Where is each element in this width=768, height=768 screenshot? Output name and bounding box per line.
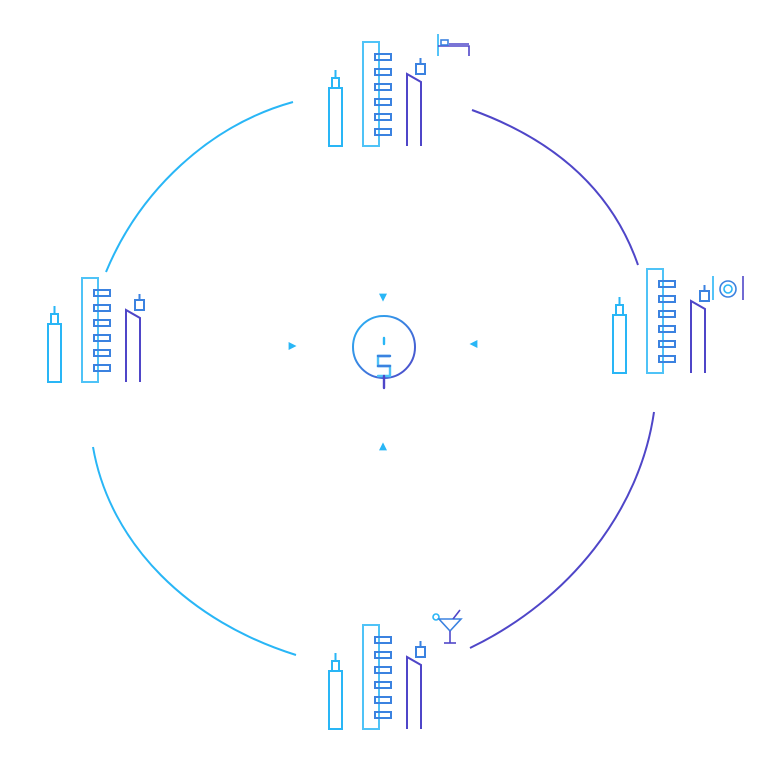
city-buildings-icon — [604, 268, 730, 374]
dining-plate-icon — [712, 276, 744, 300]
dollar-icon — [376, 336, 392, 390]
center-circle — [352, 315, 416, 379]
city-buildings-icon — [39, 277, 165, 383]
center-node — [352, 315, 416, 390]
arc-bottom-right — [469, 411, 655, 649]
bed-icon — [437, 34, 470, 56]
arc-top-left — [105, 101, 294, 273]
city-buildings-icon — [320, 41, 446, 147]
cycle-ring — [92, 101, 655, 656]
arc-bottom-left — [92, 446, 297, 656]
node-bottom — [320, 609, 463, 730]
arc-top-right — [471, 109, 639, 266]
city-buildings-icon — [320, 624, 446, 730]
cocktail-icon — [432, 609, 463, 644]
connectors — [160, 168, 606, 605]
node-left — [39, 277, 165, 383]
node-top — [320, 34, 470, 147]
node-right — [604, 268, 744, 374]
